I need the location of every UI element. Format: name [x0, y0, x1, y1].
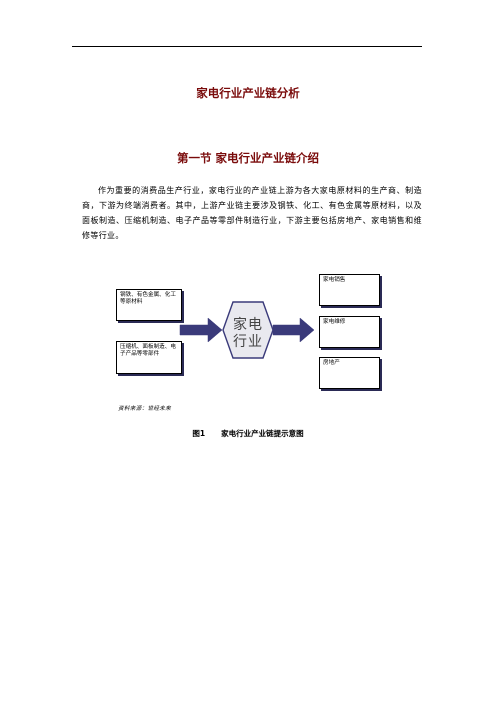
document-title: 家电行业产业链分析: [196, 86, 300, 100]
upstream-arrow: [179, 317, 223, 343]
figure-caption-text: 家电行业产业链提示意图: [221, 429, 304, 438]
body-paragraph: 作为重要的消费品生产行业，家电行业的产业链上游为各大家电原材料的生产商、制造商，…: [82, 186, 422, 240]
upstream-box-materials: 钢铁、有色金属、化工等原材料: [116, 289, 182, 321]
figure-caption: 图1 家电行业产业链提示意图: [0, 428, 496, 439]
downstream-arrow: [272, 317, 315, 343]
header-rule: [72, 46, 422, 47]
industry-hexagon-label: 家电 行业: [226, 317, 270, 351]
downstream-box-real-estate: 房地产: [319, 357, 380, 389]
downstream-box-repair: 家电维修: [319, 316, 380, 348]
upstream-box-components: 压缩机、面板制造、电子产品等零部件: [116, 341, 182, 374]
source-note: 资料来源：世经未来: [118, 406, 172, 412]
hexagon-label-line2: 行业: [233, 334, 263, 350]
downstream-box-sales: 家电销售: [319, 274, 380, 306]
industry-hexagon: [222, 301, 274, 359]
section-title: 第一节 家电行业产业链介绍: [176, 151, 319, 165]
hexagon-label-line1: 家电: [233, 317, 263, 333]
figure-number: 图1: [192, 429, 206, 438]
